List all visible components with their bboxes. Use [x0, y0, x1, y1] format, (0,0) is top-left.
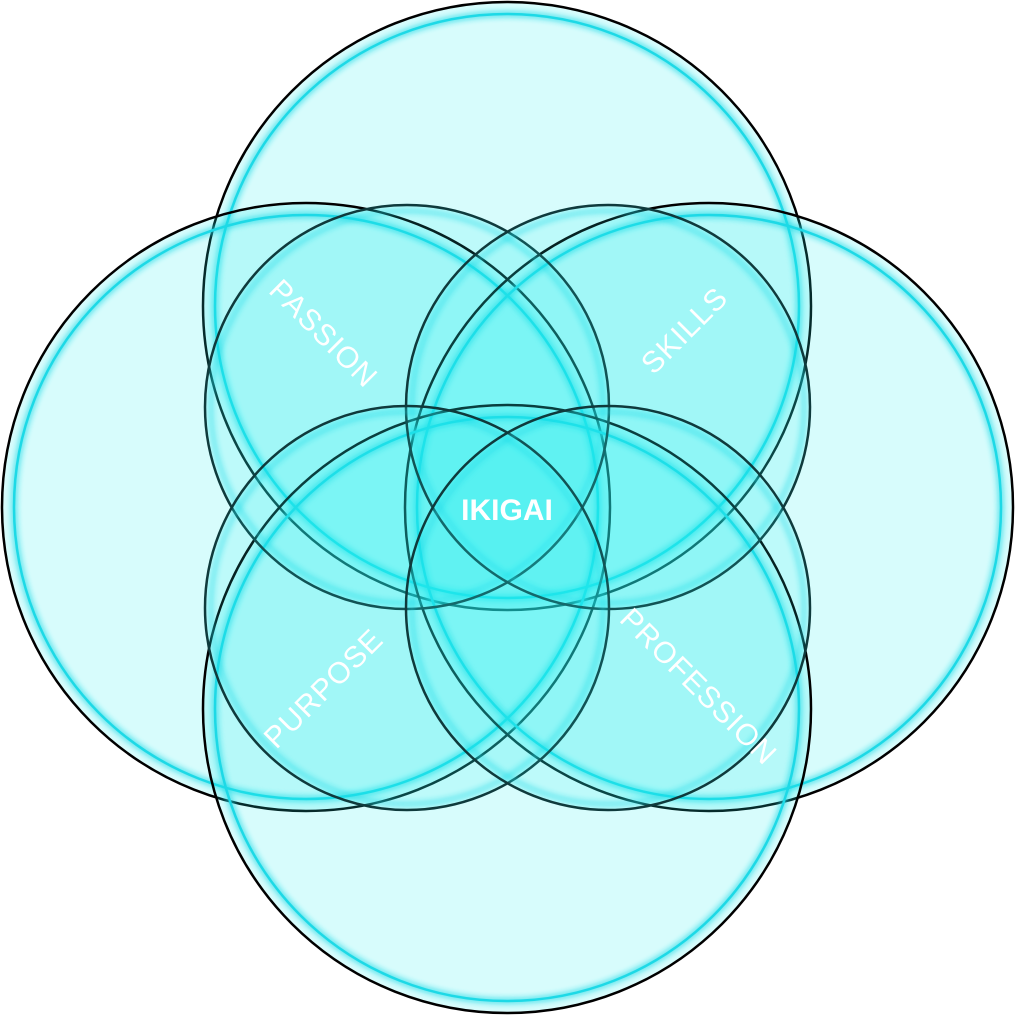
inner-circle-bottom-right [404, 404, 812, 812]
outer-circle-right [403, 201, 1015, 813]
outer-circle-bottom [201, 403, 813, 1015]
inner-circles [203, 203, 812, 812]
center-label-ikigai: IKIGAI [461, 494, 553, 527]
